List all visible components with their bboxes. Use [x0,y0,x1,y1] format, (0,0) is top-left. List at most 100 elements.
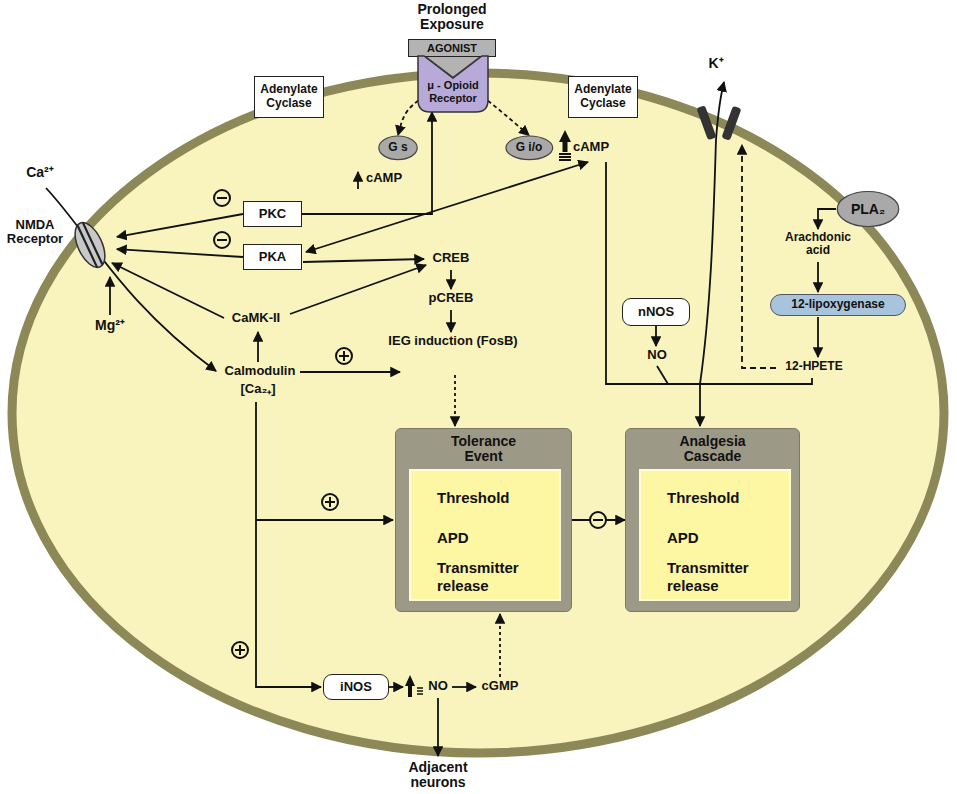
pathway-label: Adjacent neurons [393,760,483,791]
node-label: PLA₂ [851,201,885,217]
pathway-label: cAMP [570,140,612,154]
enzyme-box: nNOS [622,298,690,326]
pathway-line [46,188,216,371]
pathway-label: NO [643,348,671,362]
drawing-part [214,190,606,658]
drawing-part [721,106,741,141]
channel-pore [78,223,103,267]
pathway-line [742,145,776,368]
pathway-line [389,686,403,688]
pathway-line [325,497,335,507]
enzyme-pill: 12-lipoxygenase [770,294,906,316]
node-label: NMDA Receptor [2,218,68,247]
node-label: AGONIST [427,42,477,55]
pathway-line [817,317,819,357]
pathway-line [452,686,476,688]
pathway-label: cAMP [364,171,404,185]
channel-body [69,218,111,272]
drawing-part [405,675,415,697]
pathway-label: 12-HPETE [776,360,852,373]
g-protein-oval: G s [378,135,418,161]
pathway-label: Prolonged Exposure [402,2,502,33]
pathway-label: NO [425,679,451,693]
drawing-part [214,190,230,206]
pathway-line [700,82,724,384]
pathway-line [300,371,400,373]
effect-text: Threshold [437,489,555,507]
kinase-box: PKC [243,201,302,227]
effect-box: ThresholdAPDTransmitter release [639,469,791,601]
pathway-label: CaMK-II [222,311,290,325]
panel-heading: Tolerance Event [434,434,534,465]
pathway-label: [Ca₂₊] [236,382,280,396]
pathway-label: Mg²⁺ [92,318,128,333]
drawing-part [559,130,571,152]
pathway-line [112,263,224,318]
drawing-part [12,73,944,753]
pathway-line [235,645,245,655]
signal-arrow [302,112,432,214]
oval-shape [379,136,417,160]
pathway-label: cGMP [478,679,522,693]
pathway-label: IEG induction (FosB) [388,334,518,348]
pathway-line [454,375,456,426]
pathway-line [817,262,819,292]
signal-arrow [488,101,529,135]
drawing-part [322,494,338,510]
pathway-label: K⁺ [704,56,728,71]
kinase-box: PKA [243,244,302,270]
pathway-label: CREB [428,251,474,265]
enzyme-oval: PLA₂ [836,190,900,228]
drawing-part [232,642,248,658]
pathway-label: Calmodulin [220,364,300,378]
pathway-label: Arachdonic acid [780,231,856,257]
node-label: G s [388,141,407,155]
node-label: iNOS [340,680,372,695]
pathway-line [450,270,452,289]
pathway-line [256,402,321,687]
pathway-line [657,366,668,384]
pathway-line [357,172,359,189]
drawing-part [696,105,716,140]
signal-arrow [572,519,625,521]
pathway-line [655,326,657,346]
pathway-label: Ca²⁺ [20,165,60,180]
effect-text: APD [667,529,785,547]
pathway-line [450,310,452,332]
pathway-line [303,259,424,262]
pathway-line [217,197,227,199]
node-label: μ - Opioid Receptor [418,79,488,104]
node-label: PKC [259,207,286,222]
outcome-panel: Tolerance EventThresholdAPDTransmitter r… [395,428,572,612]
drawing-part [590,512,606,528]
drawing-part [336,348,352,364]
g-protein-oval: G i/o [505,135,554,161]
outcome-panel: Analgesia CascadeThresholdAPDTransmitter… [625,428,800,612]
node-label: PKA [259,250,286,265]
signal-arrow [117,249,243,257]
node-label: nNOS [638,305,674,320]
pathway-line [699,384,701,426]
channel-shape [69,218,111,272]
effect-text: Transmitter release [437,559,555,595]
pathway-line [818,209,836,229]
pathway-line [306,162,588,252]
enzyme-box: Adenylate Cyclase [254,76,324,118]
pathway-line [700,378,812,384]
node-label: 12-lipoxygenase [791,298,884,312]
pathway-line [217,239,227,241]
enzyme-box: iNOS [323,674,389,700]
panel-heading: Analgesia Cascade [663,434,763,465]
node-label: Adenylate Cyclase [255,83,323,111]
effect-box: ThresholdAPDTransmitter release [409,469,561,601]
effect-text: Transmitter release [667,559,785,595]
pathway-line [499,614,501,677]
pathway-line [417,688,423,694]
node-label: G i/o [516,141,543,155]
oval-shape [506,136,553,160]
agonist-box: AGONIST [408,39,496,57]
drawing-part [214,232,230,248]
